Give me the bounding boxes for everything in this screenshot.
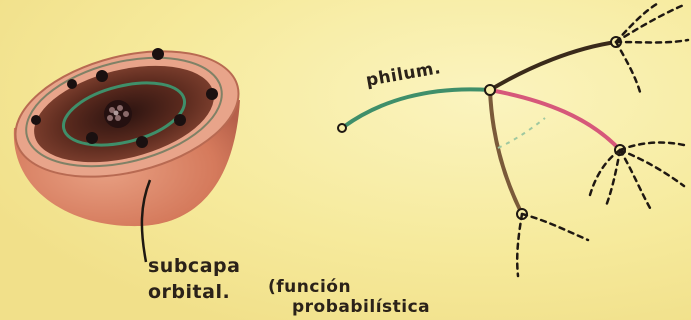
electron-dot-icon: [31, 115, 41, 125]
electron-dot-icon: [136, 136, 148, 148]
electron-dot-icon: [67, 79, 77, 89]
orbital-label: orbital.: [148, 281, 230, 303]
electron-dot-icon: [152, 48, 164, 60]
funcion-label: (función: [268, 277, 351, 297]
subcapa-label: subcapa: [148, 255, 240, 277]
electron-dot-icon: [206, 88, 218, 100]
probabilistica-label: probabilística: [292, 297, 430, 317]
electron-dot-icon: [96, 70, 108, 82]
nucleus-icon: [104, 100, 132, 128]
electron-dot-icon: [174, 114, 186, 126]
junction-node: [485, 85, 495, 95]
path-start-node: [338, 124, 346, 132]
electron-dot-icon: [86, 132, 98, 144]
